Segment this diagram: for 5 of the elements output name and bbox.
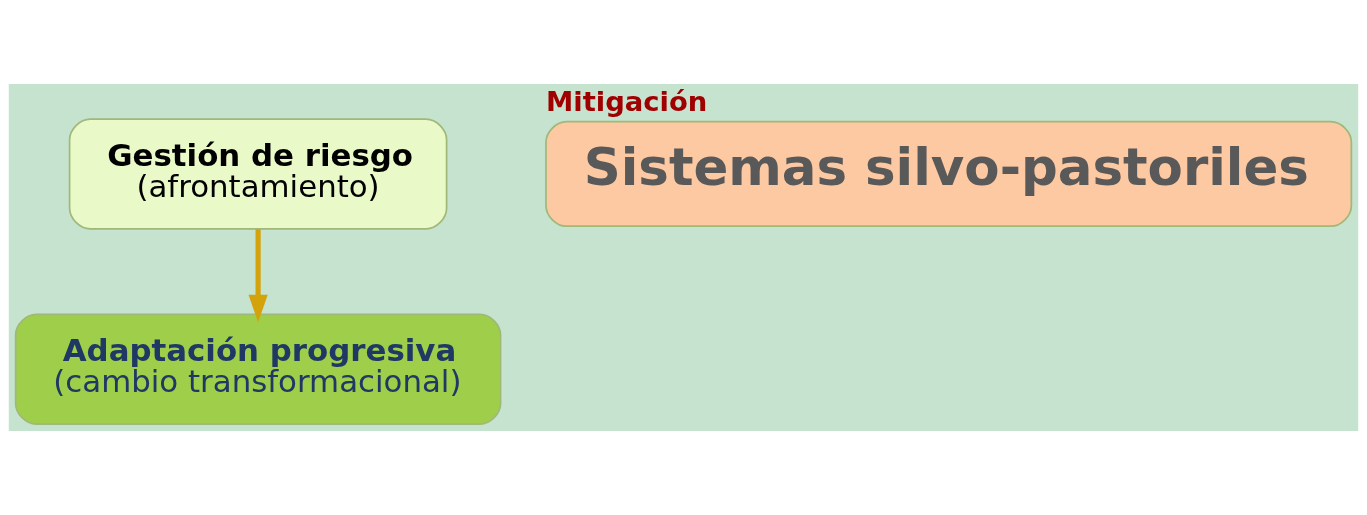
arrow — [248, 229, 268, 323]
node-label: Mitigación — [545, 86, 708, 118]
node-box: Sistemas silvo-pastoriles — [545, 120, 1353, 228]
node-box: Adaptación progresiva (cambio transformacional) — [14, 313, 502, 425]
node-box: Gestión de riesgo (afrontamiento) — [68, 118, 448, 230]
